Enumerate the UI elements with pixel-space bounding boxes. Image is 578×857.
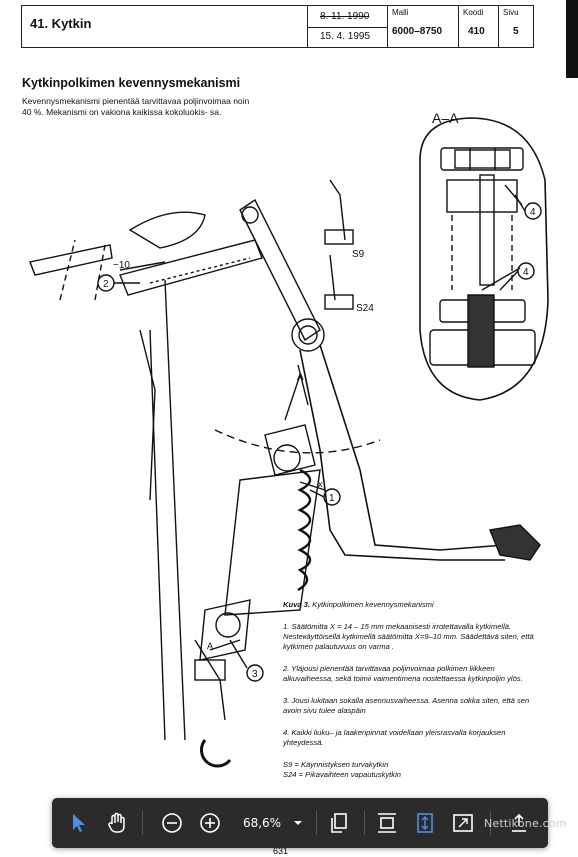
zoom-dropdown-button[interactable] [288,798,308,848]
note-1: 1. Säätömitta X = 14 – 15 mm mekaanisest… [283,622,534,651]
toolbar-separator [364,811,365,835]
hand-icon [108,812,125,833]
dim-a-upper: A [297,372,304,383]
fit-height-icon [378,813,396,833]
watermark: Nettikone.com [484,817,567,830]
page-edge-bar [566,0,578,78]
zoom-in-button[interactable] [193,798,227,848]
toolbar-separator [316,811,317,835]
callout-4a: 4 [530,207,536,218]
page-label: Sivu [503,8,519,17]
caption-title-text: Kytkinpolkimen kevennysmekanismi [310,600,434,609]
note-2: 2. Yläjousi pienentää tarvittavaa poljin… [283,664,523,683]
copy-button[interactable] [322,798,356,848]
note-3: 3. Jousi lukitaan sokalla asennusvaihees… [283,696,530,715]
select-tool-button[interactable] [62,798,96,848]
copy-icon [331,813,347,833]
fit-height-button[interactable] [370,798,404,848]
dim-10: ~10 [113,260,130,271]
toolbar-separator [490,811,491,835]
fit-width-icon [453,814,473,832]
fit-page-icon [417,813,433,833]
dim-x: x [318,479,323,489]
legend-s24: S24 = Pikavaihteen vapautuskytkin [283,770,401,779]
callout-4b: 4 [523,267,529,278]
date-old: 8. 11. 1990 [320,11,370,22]
figure-caption: Kuva 3. Kytkinpolkimen kevennysmekanismi… [283,600,545,780]
date-new: 15. 4. 1995 [320,31,371,42]
fit-width-button[interactable] [446,798,480,848]
chapter-title: 41. Kytkin [30,16,92,31]
date-cell: 8. 11. 1990 15. 4. 1995 [307,6,387,47]
code-value: 410 [468,26,485,37]
zoom-out-button[interactable] [155,798,189,848]
page-cell: Sivu 5 [498,6,533,47]
model-label: Malli [392,8,409,17]
dim-a-lower: A [207,641,213,651]
zoom-in-icon [200,813,220,833]
callout-1: 1 [329,493,335,504]
chevron-down-icon [294,821,302,825]
header-table: 41. Kytkin 8. 11. 1990 15. 4. 1995 Malli… [21,5,534,48]
select-icon [73,814,85,832]
view-label: A–A [432,110,459,126]
page-number: 631 [273,846,289,856]
label-s9: S9 [352,249,365,260]
caption-title: Kuva 3. Kytkinpolkimen kevennysmekanismi [283,600,545,610]
viewer-toolbar: 68,6% [52,798,548,848]
caption-title-bold: Kuva 3. [283,600,311,609]
zoom-out-icon [162,813,182,833]
page-value: 5 [513,26,519,37]
model-value: 6000–8750 [392,26,443,37]
zoom-level[interactable]: 68,6% [237,798,287,848]
section-title: Kytkinpolkimen kevennysmekanismi [22,76,241,90]
code-label: Koodi [463,8,484,17]
note-4: 4. Kaikki liuku– ja laakeripinnat voidel… [283,728,506,747]
share-button[interactable] [502,798,536,848]
model-cell: Malli 6000–8750 [387,6,458,47]
callout-2: 2 [103,279,109,290]
fit-page-button[interactable] [408,798,442,848]
zoom-value: 68,6% [242,816,282,830]
code-cell: Koodi 410 [458,6,498,47]
legend-s9: S9 = Käynnistyksen turvakytkin [283,760,389,769]
label-s24: S24 [356,303,374,314]
hand-tool-button[interactable] [100,798,134,848]
intro-text: Kevennysmekanismi pienentää tarvittavaa … [22,96,250,117]
callout-3: 3 [252,669,258,680]
share-icon [512,813,526,832]
toolbar-separator [142,811,143,835]
